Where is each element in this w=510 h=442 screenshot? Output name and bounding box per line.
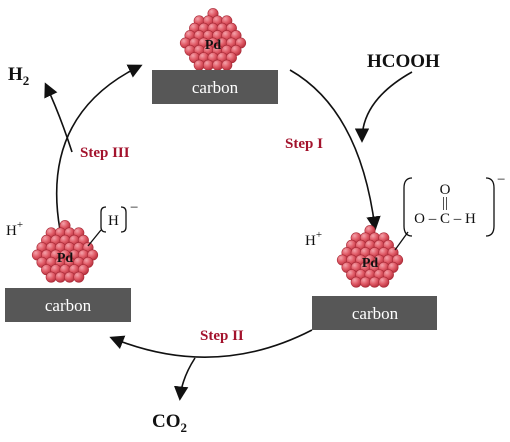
carbon-support-right [312, 296, 437, 330]
carbon-support-left [5, 288, 131, 322]
product-co2: CO2 [152, 411, 187, 435]
pd-atom [212, 59, 224, 71]
pd-atom [369, 276, 381, 288]
catalyst-top: Pd carbon [152, 8, 278, 104]
formate-double-bond: || [442, 195, 448, 211]
proton-right: H+ [305, 229, 322, 249]
proton-left: H+ [6, 219, 23, 239]
step-ii-label: Step II [200, 328, 244, 344]
proton-left-symbol: H [6, 223, 17, 239]
arrow-reactant-in [354, 71, 413, 143]
hydride-species: H − [87, 200, 138, 247]
arrow-step-ii [109, 329, 313, 358]
arrow-h2-out [44, 82, 73, 153]
pd-atom [378, 276, 390, 288]
step-i-label: Step I [285, 136, 323, 152]
pd-atom [54, 271, 66, 283]
pd-atom [202, 59, 214, 71]
formate-bracket-left [403, 177, 413, 237]
pd-label-left: Pd [57, 251, 74, 266]
pd-label-top: Pd [205, 38, 222, 53]
carbon-label-right: carbon [352, 304, 399, 323]
hydride-bond-line [87, 229, 102, 247]
proton-left-charge: + [17, 219, 23, 231]
h2-symbol: H [8, 64, 23, 85]
hydride-charge: − [130, 200, 138, 216]
formate-carbonyl-o: O [440, 182, 451, 198]
co2-symbol: CO [152, 411, 181, 432]
formate-species: O || O – C – H − [394, 172, 505, 251]
pd-nanoparticle-top [179, 8, 247, 71]
arrow-co2-out [173, 357, 196, 401]
co2-subscript: 2 [181, 420, 188, 435]
formate-charge: − [497, 172, 505, 188]
pd-atom [64, 271, 76, 283]
pd-atom [350, 276, 362, 288]
catalyst-right: Pd carbon [312, 225, 437, 330]
carbon-support-top [152, 70, 278, 104]
pd-atom [359, 276, 371, 288]
arrow-step-iii [56, 64, 143, 231]
pd-label-right: Pd [362, 256, 379, 271]
formate-chain: O – C – H [414, 211, 476, 227]
catalyst-left: Pd carbon [5, 220, 131, 322]
pd-atom [193, 59, 205, 71]
pd-nanoparticle-right [336, 225, 404, 288]
formate-bracket-right [485, 177, 495, 237]
carbon-label-left: carbon [45, 296, 92, 315]
formate-bond-line [394, 231, 409, 251]
arrow-step-i [289, 69, 381, 231]
reactant-hcooh: HCOOH [367, 51, 440, 72]
pd-atom [221, 59, 233, 71]
proton-right-charge: + [316, 229, 322, 241]
proton-right-symbol: H [305, 233, 316, 249]
pd-atom [45, 271, 57, 283]
pd-nanoparticle-left [31, 220, 99, 283]
hydride-atom: H [108, 213, 119, 229]
pd-atom [73, 271, 85, 283]
product-h2: H2 [8, 64, 29, 88]
hydride-bracket-right [120, 206, 127, 233]
step-iii-label: Step III [80, 145, 130, 161]
carbon-label-top: carbon [192, 78, 239, 97]
h2-subscript: 2 [23, 73, 30, 88]
hydride-bracket-left [100, 206, 107, 233]
